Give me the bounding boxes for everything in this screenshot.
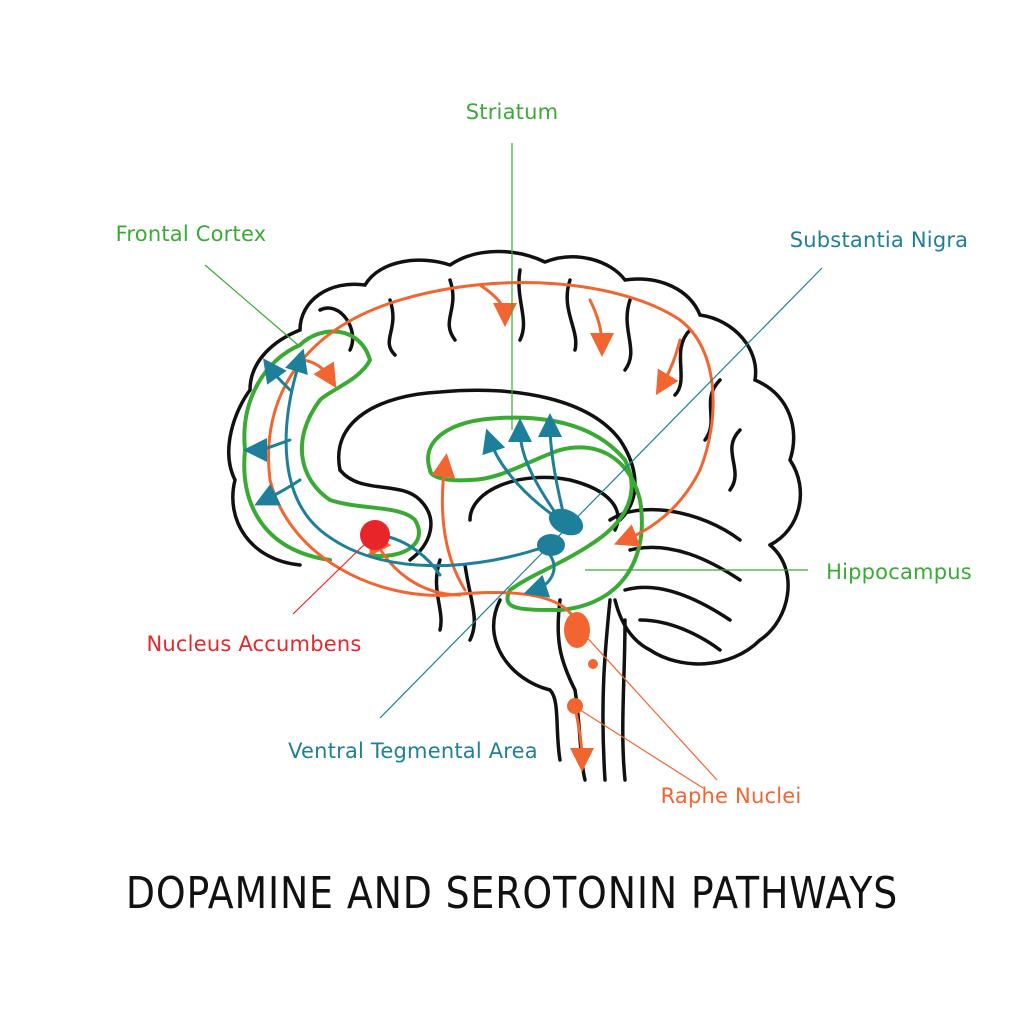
diagram-title: DOPAMINE AND SEROTONIN PATHWAYS	[125, 868, 899, 919]
brain-outline	[227, 249, 803, 782]
label-substantia-nigra: Substantia Nigra	[789, 228, 969, 252]
raphe-nucleus-small	[588, 659, 598, 669]
raphe-nucleus-lower	[567, 698, 583, 714]
vta-blob	[537, 534, 565, 556]
nucleus-accumbens-dot	[360, 520, 390, 550]
raphe-nucleus-large	[564, 612, 590, 648]
leader-lines	[204, 143, 823, 789]
label-raphe-nuclei: Raphe Nuclei	[660, 784, 802, 808]
label-frontal-cortex: Frontal Cortex	[115, 222, 267, 246]
substantia-nigra-blob	[548, 508, 584, 536]
label-hippocampus: Hippocampus	[826, 560, 972, 584]
serotonin-pathways	[267, 281, 715, 772]
label-ventral-tegmental-area: Ventral Tegmental Area	[288, 739, 538, 763]
label-nucleus-accumbens: Nucleus Accumbens	[146, 632, 362, 656]
label-striatum: Striatum	[465, 100, 559, 124]
